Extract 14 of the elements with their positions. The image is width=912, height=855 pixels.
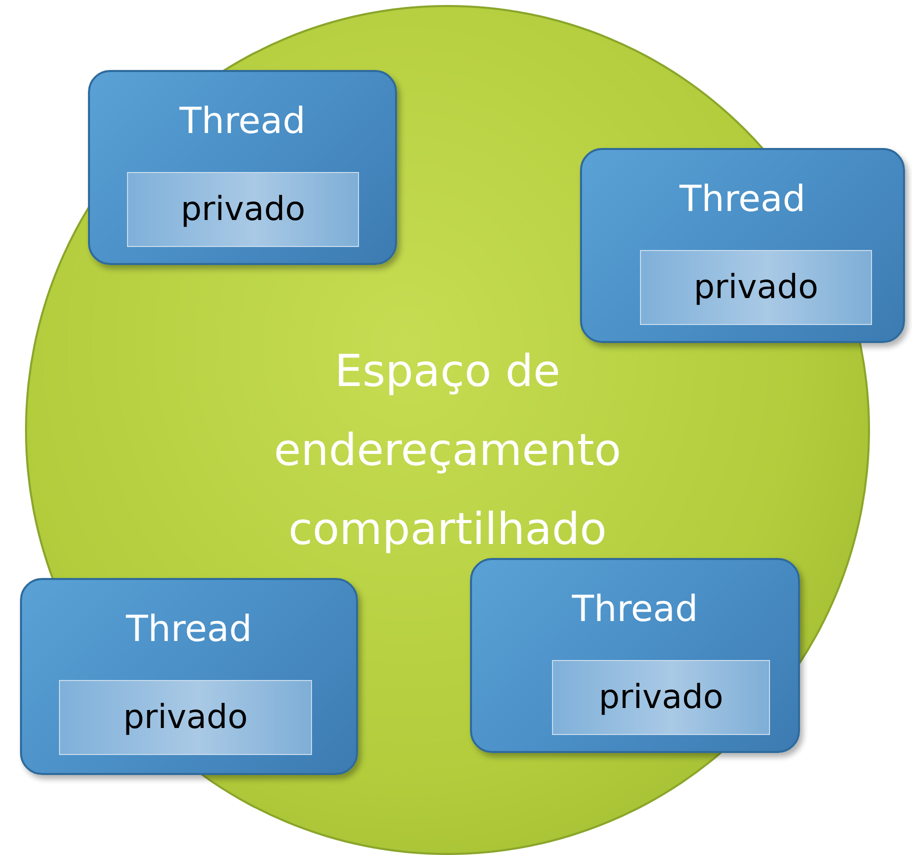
- thread-label: Thread: [178, 100, 306, 144]
- private-area-box: [59, 680, 312, 755]
- thread-box: [580, 148, 905, 343]
- thread-label: Thread: [570, 588, 699, 632]
- thread-label: Thread: [678, 178, 806, 222]
- address-space-label: Espaço de endereçamento compartilhado: [272, 345, 622, 557]
- private-label: privado: [180, 188, 306, 230]
- private-label: privado: [598, 676, 724, 718]
- private-area-box: [127, 172, 359, 247]
- thread-label: Thread: [124, 608, 253, 652]
- private-area-box: [640, 250, 872, 325]
- private-label: privado: [122, 696, 249, 738]
- private-area-box: [552, 660, 770, 735]
- private-label: privado: [692, 266, 820, 308]
